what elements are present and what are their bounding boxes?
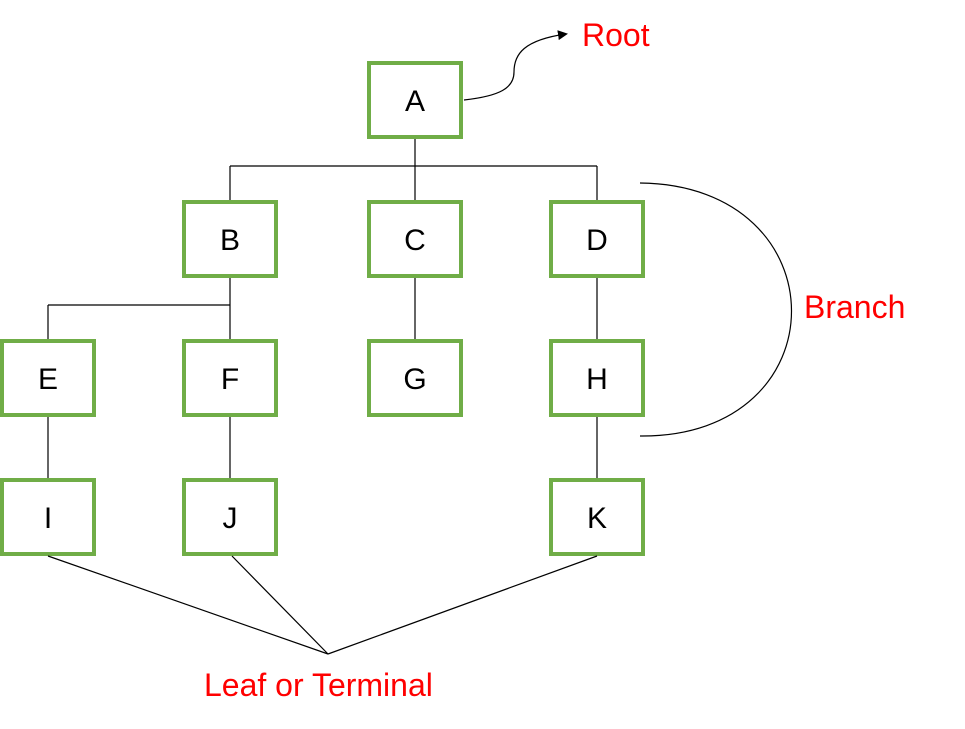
node-box (182, 478, 278, 556)
node-box (367, 339, 463, 417)
node-box (0, 478, 96, 556)
node-label: D (586, 224, 608, 257)
node-box (549, 339, 645, 417)
root-annotation: Root (582, 17, 650, 53)
node-box (0, 339, 96, 417)
node-i: I (0, 478, 96, 556)
node-label: F (221, 363, 239, 396)
node-label: H (586, 363, 608, 396)
node-a: A (367, 61, 463, 139)
node-box (182, 200, 278, 278)
node-label: C (404, 224, 426, 257)
node-label: I (44, 502, 52, 535)
node-c: C (367, 200, 463, 278)
node-k: K (549, 478, 645, 556)
node-e: E (0, 339, 96, 417)
node-d: D (549, 200, 645, 278)
node-box (367, 61, 463, 139)
node-f: F (182, 339, 278, 417)
node-label: A (405, 85, 425, 118)
root-pointer-arrow (463, 30, 568, 101)
leaf-pointer-lines (47, 555, 598, 655)
node-h: H (549, 339, 645, 417)
tree-nodes: A B C D E F G H I J K (0, 61, 645, 556)
branch-brace-curve (639, 182, 793, 437)
leaf-annotation: Leaf or Terminal (204, 667, 433, 703)
node-g: G (367, 339, 463, 417)
node-label: J (223, 502, 238, 535)
node-box (367, 200, 463, 278)
node-b: B (182, 200, 278, 278)
node-label: B (220, 224, 240, 257)
node-j: J (182, 478, 278, 556)
node-box (549, 478, 645, 556)
tree-edges (47, 137, 598, 480)
node-box (549, 200, 645, 278)
node-label: G (403, 363, 426, 396)
node-box (182, 339, 278, 417)
node-label: K (587, 502, 607, 535)
node-label: E (38, 363, 58, 396)
branch-annotation: Branch (804, 289, 905, 325)
